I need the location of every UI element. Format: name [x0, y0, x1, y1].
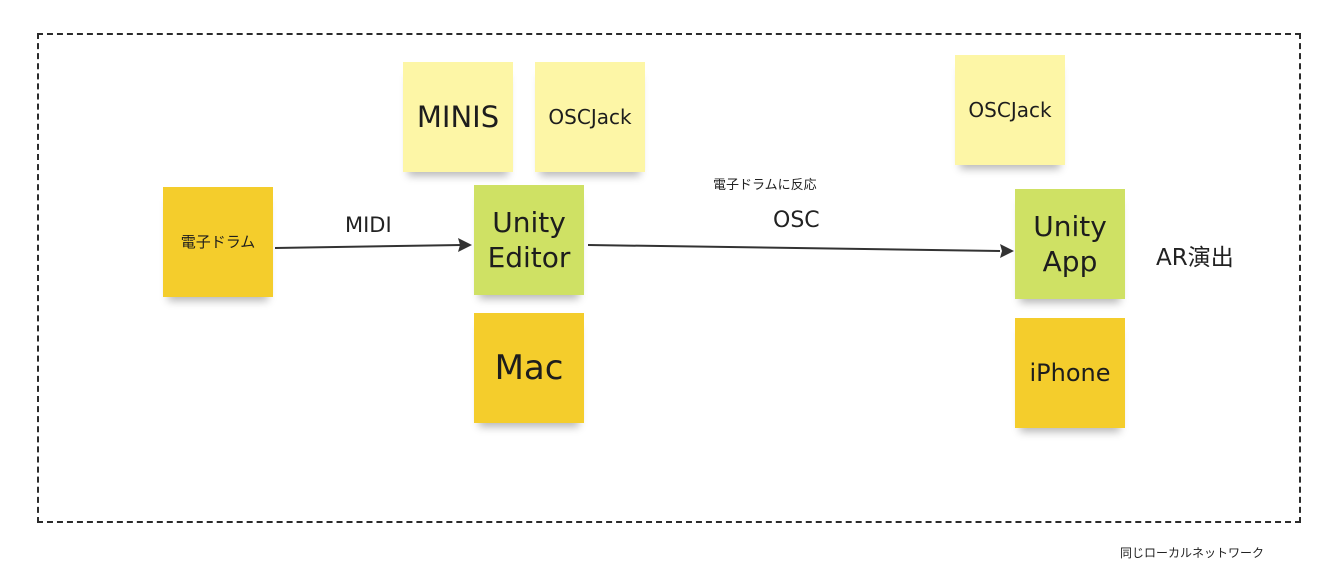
mac-label: Mac	[494, 347, 564, 388]
minis-note[interactable]: MINIS	[403, 62, 513, 172]
mac-note[interactable]: Mac	[474, 313, 584, 423]
unity-editor-label-line2: Editor	[487, 241, 571, 274]
electronic-drum-label: 電子ドラム	[180, 232, 256, 251]
osc-arrow-head	[1000, 244, 1014, 258]
network-boundary-label: 同じローカルネットワーク	[1120, 546, 1265, 560]
unity-app-label-line2: App	[1042, 245, 1098, 278]
unity-editor-note[interactable]: Unity Editor	[474, 185, 584, 295]
electronic-drum-note[interactable]: 電子ドラム	[163, 187, 273, 297]
local-network-boundary	[37, 33, 1301, 523]
oscjack-app-label: OSCJack	[968, 97, 1052, 122]
osc-arrow-line	[587, 244, 1001, 252]
oscjack-editor-label: OSCJack	[548, 104, 632, 129]
iphone-label: iPhone	[1029, 359, 1111, 387]
unity-editor-label-line1: Unity	[492, 206, 566, 239]
midi-arrow-head	[458, 238, 472, 252]
osc-edge-label: OSC	[773, 208, 820, 233]
oscjack-app-note[interactable]: OSCJack	[955, 55, 1065, 165]
unity-app-label-line1: Unity	[1033, 210, 1107, 243]
midi-edge-label: MIDI	[345, 213, 392, 237]
ar-effect-label: AR演出	[1156, 245, 1234, 271]
minis-label: MINIS	[416, 99, 500, 134]
oscjack-editor-note[interactable]: OSCJack	[535, 62, 645, 172]
midi-arrow-line	[274, 244, 463, 249]
osc-caption-label: 電子ドラムに反応	[713, 178, 817, 193]
unity-app-note[interactable]: Unity App	[1015, 189, 1125, 299]
iphone-note[interactable]: iPhone	[1015, 318, 1125, 428]
